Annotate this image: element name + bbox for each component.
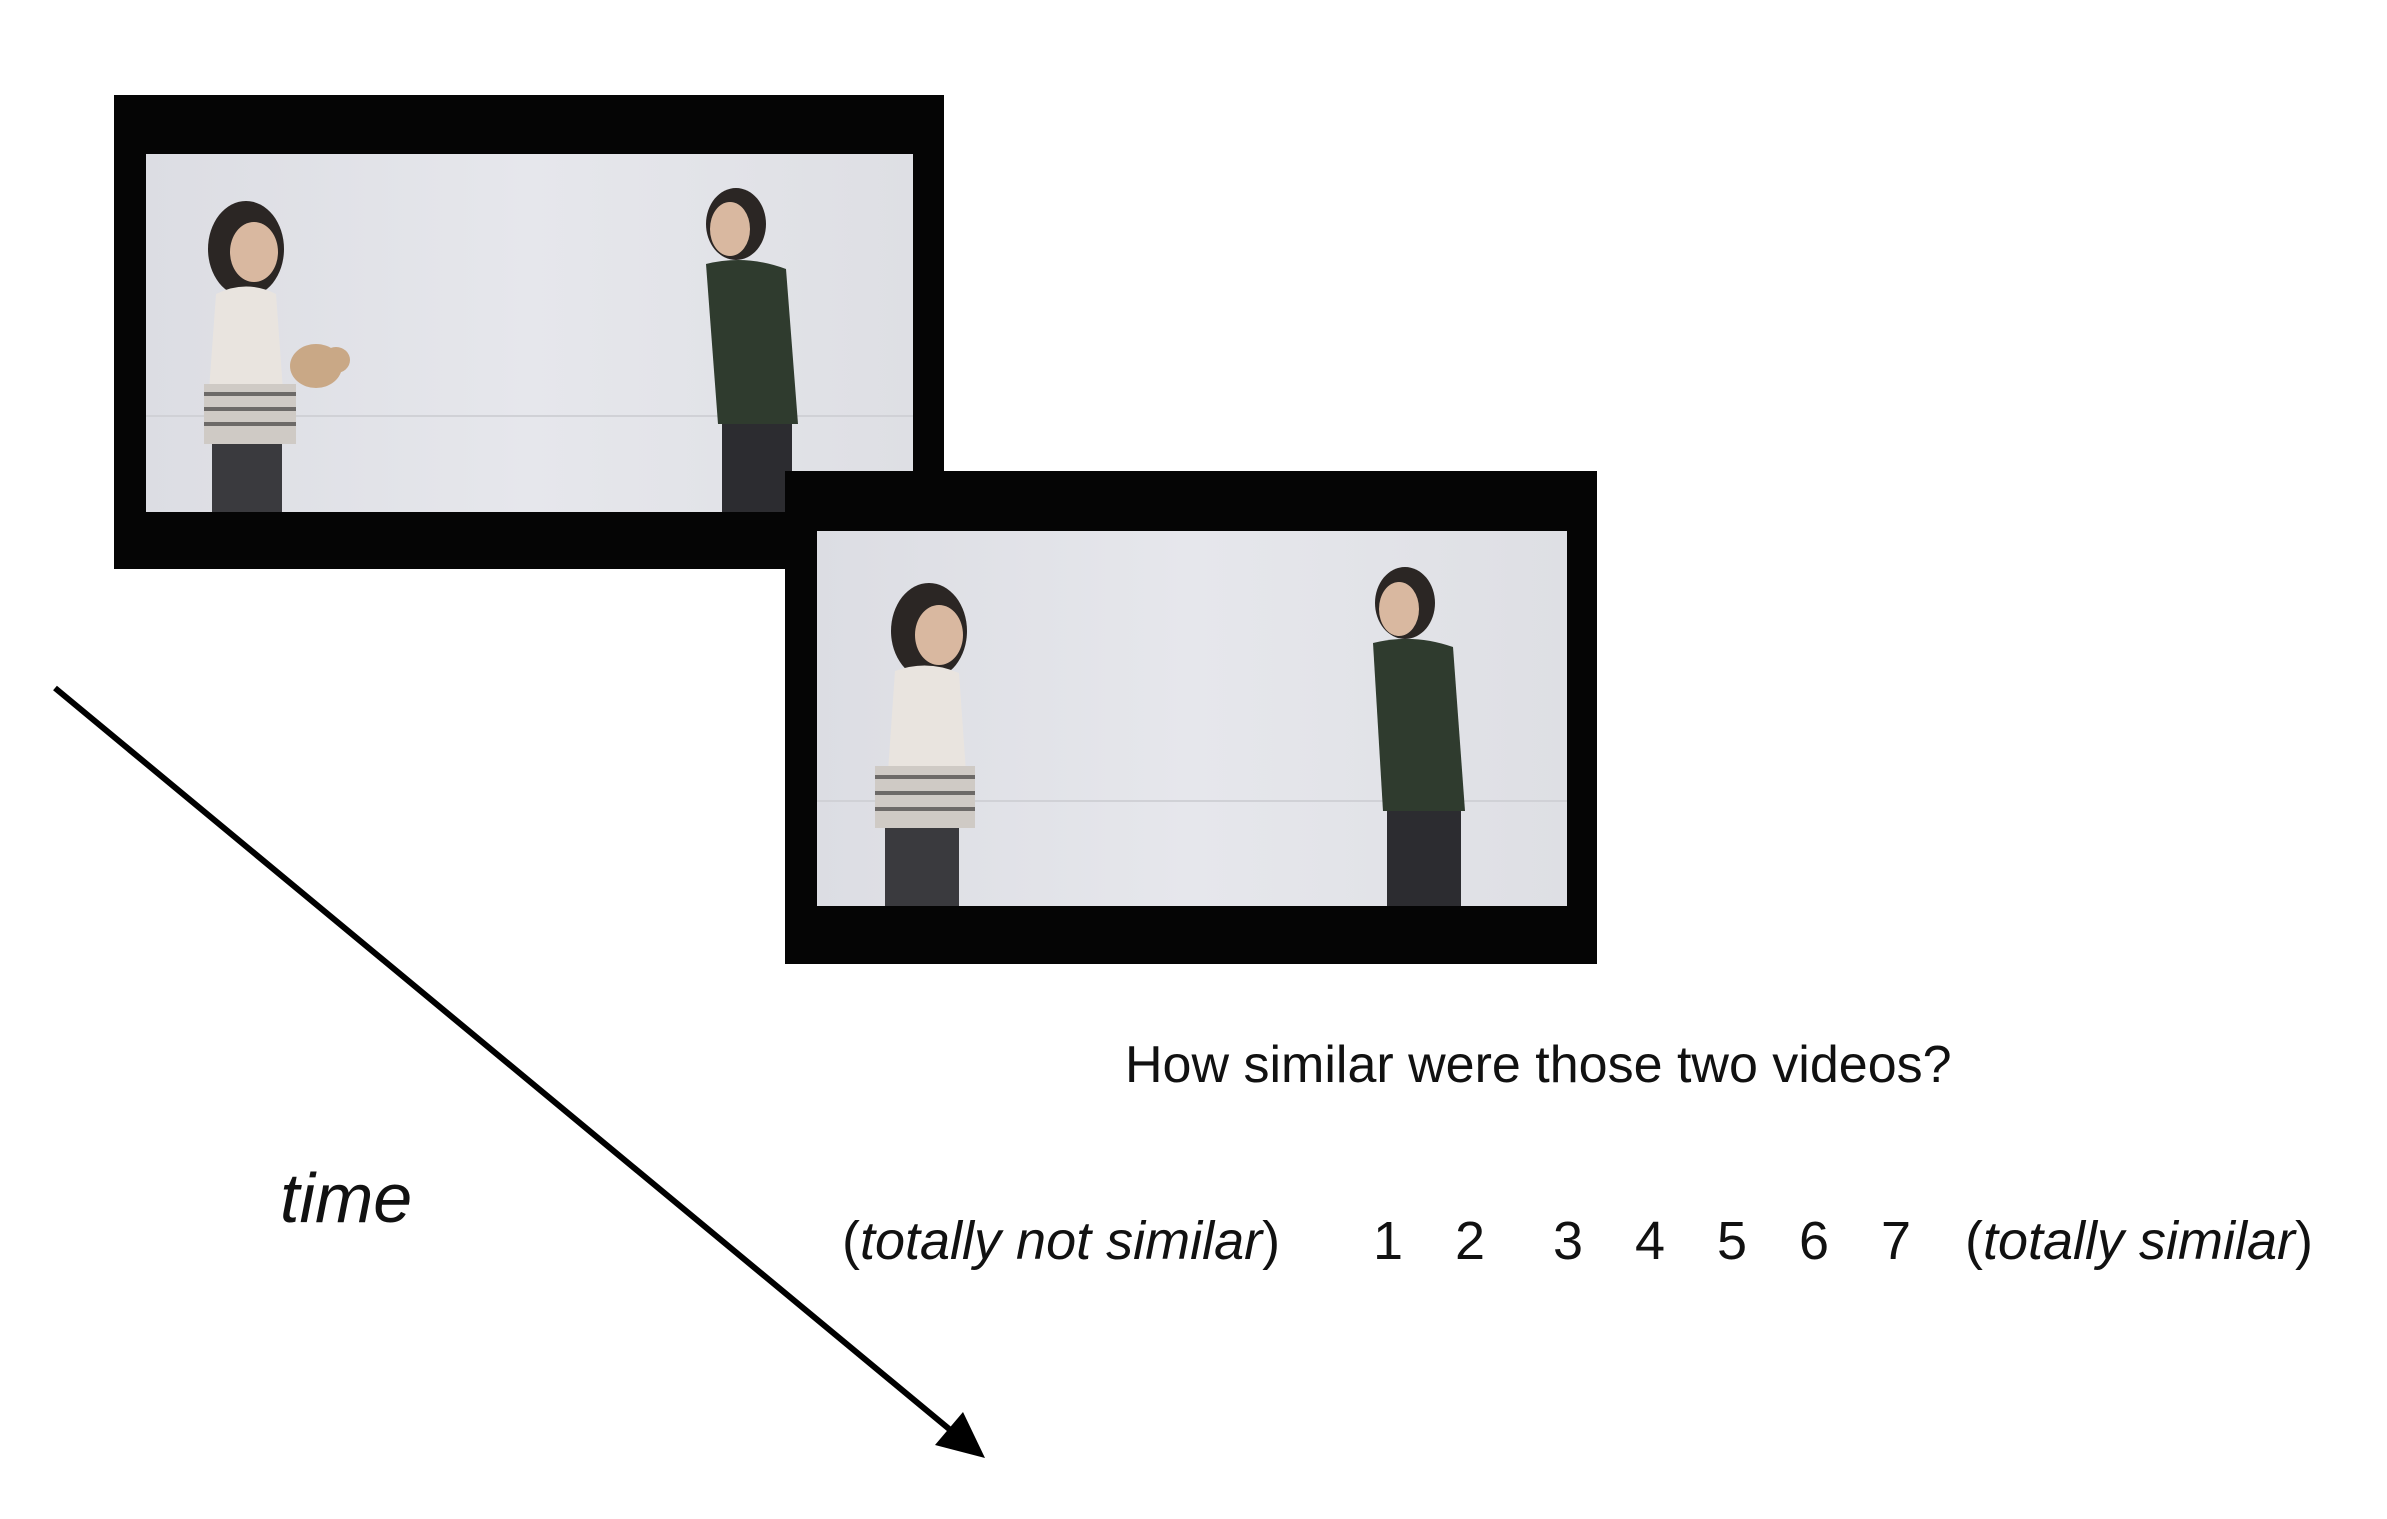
scale-anchor-high: (totally similar) xyxy=(1965,1210,2313,1272)
scale-option-2[interactable]: 2 xyxy=(1455,1211,1486,1271)
question-text: How similar were those two videos? xyxy=(1125,1036,1952,1094)
scale-anchor-high-close: ) xyxy=(2295,1211,2314,1271)
scale-anchor-low-label: totally not similar xyxy=(859,1211,1263,1271)
scale-option-5[interactable]: 5 xyxy=(1717,1211,1748,1271)
scale-option-1[interactable]: 1 xyxy=(1373,1211,1404,1271)
scene-illustration-second xyxy=(817,567,1567,906)
scale-anchor-low: (totally not similar) xyxy=(842,1210,1280,1272)
video-still-second xyxy=(817,531,1567,906)
scale-option-4[interactable]: 4 xyxy=(1635,1211,1666,1271)
scale-option-3[interactable]: 3 xyxy=(1553,1211,1584,1271)
scale-anchor-high-label: totally similar xyxy=(1982,1211,2296,1271)
time-label: time xyxy=(280,1159,413,1237)
scene-illustration-first xyxy=(146,188,913,512)
scale-anchor-high-open: ( xyxy=(1965,1211,1983,1271)
video-frame-first xyxy=(114,95,944,569)
scale-anchor-low-open: ( xyxy=(842,1211,860,1271)
scale-anchor-low-close: ) xyxy=(1262,1211,1281,1271)
scale-option-7[interactable]: 7 xyxy=(1881,1211,1912,1271)
scale-option-6[interactable]: 6 xyxy=(1799,1211,1830,1271)
video-frame-second xyxy=(785,471,1597,964)
video-still-first xyxy=(146,154,913,512)
